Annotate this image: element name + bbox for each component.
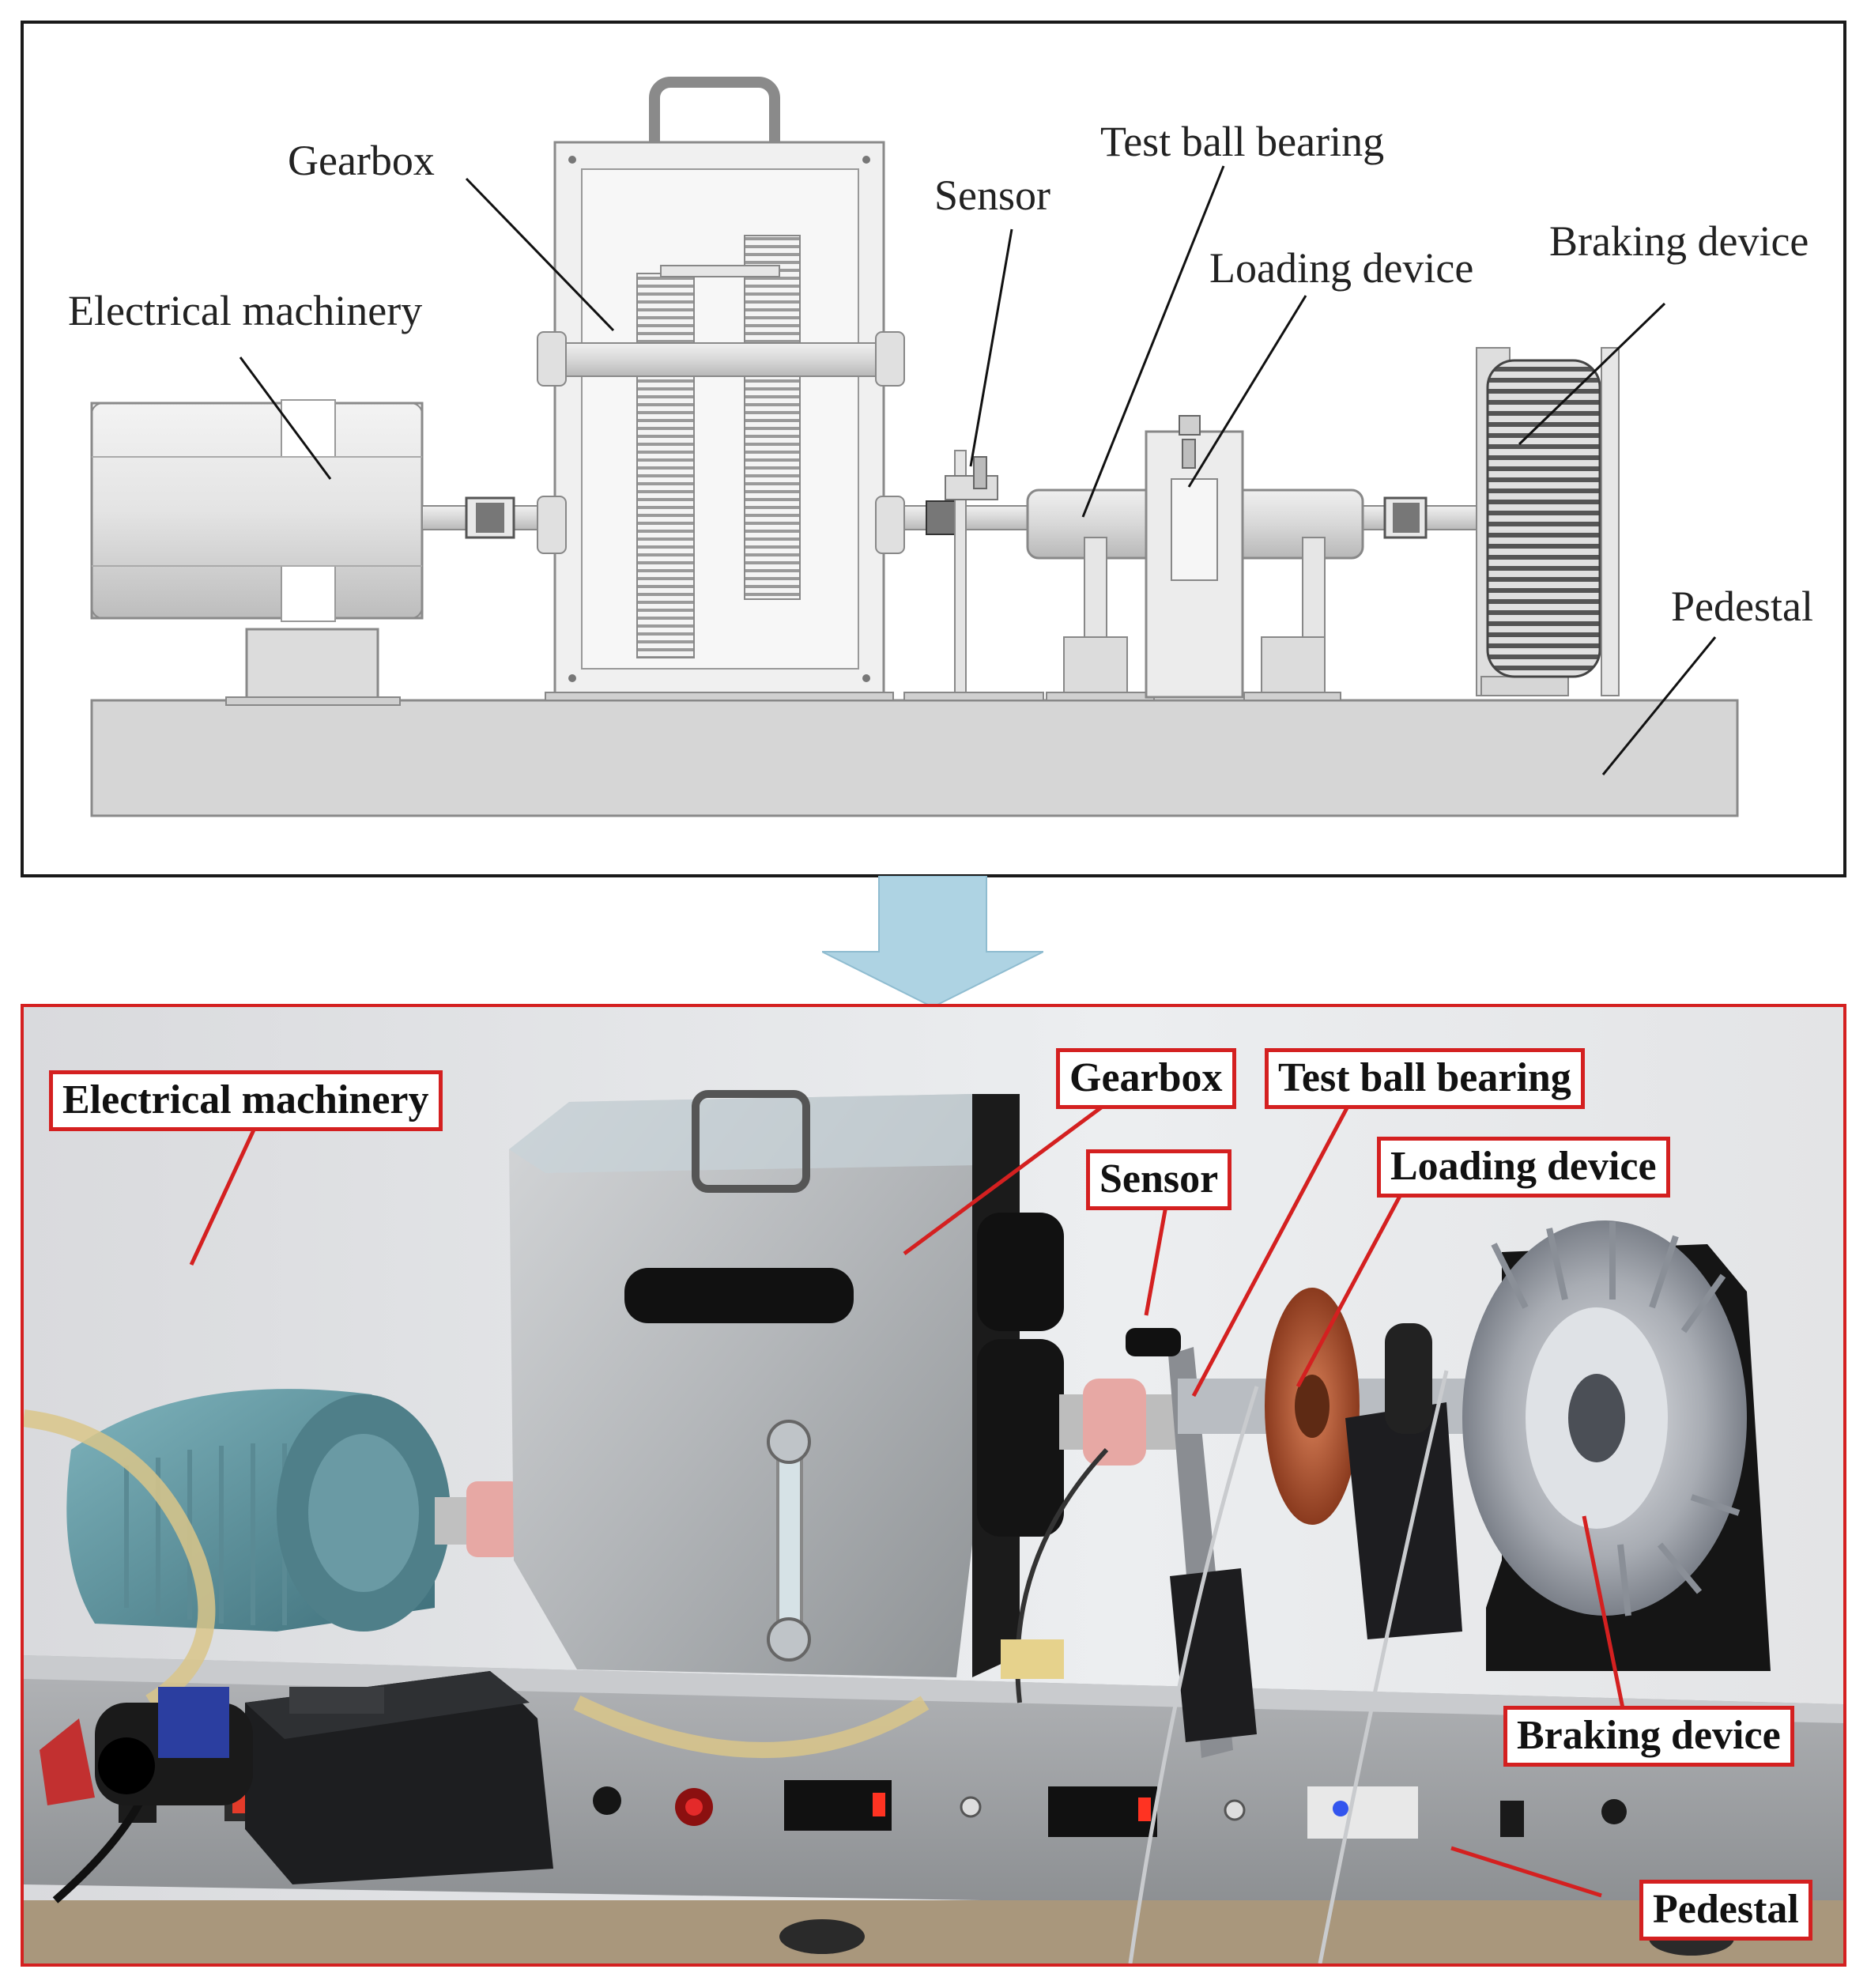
photo-label-sensor: Sensor [1086, 1149, 1232, 1210]
schematic-bearing-and-loading [1026, 415, 1364, 701]
photo-gearbox [509, 1090, 1064, 1758]
photo-label-braking-device: Braking device [1503, 1706, 1794, 1767]
schematic-electrical-machinery [90, 399, 424, 706]
schematic-panel: Gearbox Electrical machinery Sensor Test… [21, 21, 1846, 877]
photo-illustration [24, 1007, 1843, 1963]
schematic-label-sensor: Sensor [934, 172, 1050, 219]
schematic-gearbox [537, 77, 905, 701]
schematic-leader-lines [239, 165, 1717, 775]
photo-sensor [1001, 1328, 1257, 1758]
schematic-label-loading-device: Loading device [1209, 244, 1474, 292]
down-arrow-icon [822, 876, 1043, 1007]
photo-panel: Electrical machinery Gearbox Test ball b… [21, 1004, 1846, 1967]
photo-leader-lines [189, 1101, 1626, 1898]
schematic-braking-device [1476, 347, 1620, 696]
photo-label-test-ball-bearing: Test ball bearing [1265, 1048, 1585, 1109]
photo-label-electrical-machinery: Electrical machinery [49, 1070, 443, 1131]
photo-electrical-machinery [24, 1389, 522, 1711]
schematic-label-test-ball-bearing: Test ball bearing [1100, 118, 1385, 165]
photo-label-pedestal: Pedestal [1639, 1880, 1812, 1941]
schematic-label-electrical-machinery: Electrical machinery [68, 287, 423, 334]
photo-label-gearbox: Gearbox [1056, 1048, 1236, 1109]
photo-label-loading-device: Loading device [1377, 1137, 1670, 1198]
photo-braking-device [1462, 1220, 1771, 1671]
schematic-label-gearbox: Gearbox [288, 137, 435, 184]
schematic-drawing [90, 77, 1739, 817]
schematic-label-pedestal: Pedestal [1671, 583, 1813, 630]
schematic-pedestal [90, 699, 1739, 817]
schematic-sensor [903, 450, 1044, 701]
schematic-label-braking-device: Braking device [1549, 217, 1809, 265]
photo-inverter [40, 1671, 553, 1884]
